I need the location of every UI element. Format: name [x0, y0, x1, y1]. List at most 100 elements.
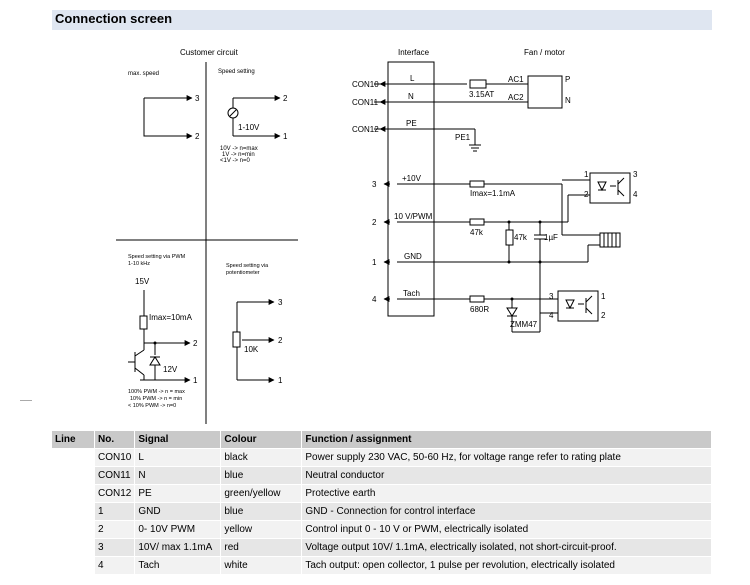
cell-signal: N [135, 466, 222, 484]
pin-pwm-label: 10 V/PWM [394, 212, 433, 221]
cell-function: Neutral conductor [302, 466, 712, 484]
cell-function: Voltage output 10V/ 1.1mA, electrically … [302, 538, 712, 556]
r47k-shunt-label: 47k [514, 233, 528, 242]
term-pot-2: 2 [278, 336, 283, 345]
cell-line [52, 502, 95, 520]
term-max-2: 2 [195, 132, 200, 141]
opto2-pin-2: 2 [601, 311, 606, 320]
pot-title-1: Speed setting via [226, 263, 269, 269]
pin-tach-label: Tach [403, 289, 420, 298]
column-header-colour: Colour [221, 431, 303, 448]
cell-colour: blue [221, 502, 303, 520]
cell-function: Power supply 230 VAC, 50-60 Hz, for volt… [302, 448, 712, 466]
ac1-label: AC1 [508, 75, 524, 84]
pwm-note-2: 10% PWM -> n = min [130, 396, 182, 402]
term-pot-3: 3 [278, 298, 283, 307]
cell-no: 4 [95, 556, 136, 574]
customer-circuit-heading: Customer circuit [180, 48, 239, 57]
r47k-series-label: 47k [470, 228, 484, 237]
speed-setting-label: Speed setting [218, 69, 255, 75]
term-speed-1: 1 [283, 132, 288, 141]
pwm-imax-label: Imax=10mA [149, 313, 193, 322]
column-header-line: Line [52, 431, 95, 448]
cell-signal: PE [135, 484, 222, 502]
cell-function: GND - Connection for control interface [302, 502, 712, 520]
term-speed-2: 2 [283, 94, 288, 103]
interface-heading: Interface [398, 48, 430, 57]
pwm-supply-label: 15V [135, 277, 150, 286]
cell-line [52, 520, 95, 538]
cell-colour: blue [221, 466, 303, 484]
speed-note-1: 10V -> n=max [220, 146, 258, 152]
term-pwm-1: 1 [193, 376, 198, 385]
cell-line [52, 556, 95, 574]
table-row: CON12 PE green/yellow Protective earth [52, 484, 712, 502]
cell-function: Protective earth [302, 484, 712, 502]
cell-colour: red [221, 538, 303, 556]
table-header-row: Line No. Signal Colour Function / assign… [52, 431, 712, 448]
zener-label: ZMM47 [510, 320, 538, 329]
cell-colour: white [221, 556, 303, 574]
pin-l-label: L [410, 74, 415, 83]
cell-signal: L [135, 448, 222, 466]
margin-mark [20, 400, 32, 401]
ext-term-1: 1 [372, 258, 377, 267]
opto1-pin-4: 4 [633, 190, 638, 199]
cell-colour: black [221, 448, 303, 466]
ext-term-3: 3 [372, 180, 377, 189]
cell-signal: 10V/ max 1.1mA [135, 538, 222, 556]
con11-label: CON11 [352, 98, 379, 107]
section-header: Connection screen [52, 10, 712, 30]
con10-label: CON10 [352, 80, 379, 89]
max-speed-label: max. speed [128, 71, 159, 77]
cell-line [52, 448, 95, 466]
table-row: 3 10V/ max 1.1mA red Voltage output 10V/… [52, 538, 712, 556]
ext-term-2: 2 [372, 218, 377, 227]
cell-function: Tach output: open collector, 1 pulse per… [302, 556, 712, 574]
opto2-pin-1: 1 [601, 292, 606, 301]
pe1-label: PE1 [455, 133, 471, 142]
speed-note-3: <1V -> n=0 [220, 158, 251, 164]
motor-p-label: P [565, 75, 570, 84]
cell-line [52, 466, 95, 484]
capacitor-label: 1µF [544, 233, 558, 242]
cell-no: CON10 [95, 448, 136, 466]
ac2-label: AC2 [508, 93, 524, 102]
table-row: 2 0- 10V PWM yellow Control input 0 - 10… [52, 520, 712, 538]
table-row: CON11 N blue Neutral conductor [52, 466, 712, 484]
pin-gnd-label: GND [404, 252, 422, 261]
cell-colour: green/yellow [221, 484, 303, 502]
r680-label: 680R [470, 305, 489, 314]
cell-no: 2 [95, 520, 136, 538]
pwm-zener-label: 12V [163, 365, 178, 374]
column-header-signal: Signal [135, 431, 222, 448]
opto2-pin-4: 4 [549, 311, 554, 320]
table-row: 1 GND blue GND - Connection for control … [52, 502, 712, 520]
pin-pe-label: PE [406, 119, 417, 128]
cell-function: Control input 0 - 10 V or PWM, electrica… [302, 520, 712, 538]
fan-motor-heading: Fan / motor [524, 48, 565, 57]
column-header-function: Function / assignment [302, 431, 712, 448]
pwm-note-3: < 10% PWM -> n=0 [128, 403, 176, 409]
term-pwm-2: 2 [193, 339, 198, 348]
motor-n-label: N [565, 96, 571, 105]
opto1-pin-3: 3 [633, 170, 638, 179]
cell-no: CON12 [95, 484, 136, 502]
section-title: Connection screen [55, 11, 173, 26]
pwm-title-2: 1-10 kHz [128, 261, 150, 267]
fuse-label: 3.15AT [469, 90, 494, 99]
pwm-title-1: Speed setting via PWM [128, 254, 186, 260]
speed-note-2: 1V -> n=min [222, 152, 255, 158]
connection-table: Line No. Signal Colour Function / assign… [52, 431, 712, 574]
cell-no: CON11 [95, 466, 136, 484]
pin-n-label: N [408, 92, 414, 101]
cell-colour: yellow [221, 520, 303, 538]
term-pot-1: 1 [278, 376, 283, 385]
column-header-no: No. [95, 431, 136, 448]
opto1-pin-1: 1 [584, 170, 589, 179]
table-row: 4 Tach white Tach output: open collector… [52, 556, 712, 574]
cell-signal: 0- 10V PWM [135, 520, 222, 538]
pwm-note-1: 100% PWM -> n = max [128, 389, 185, 395]
opto2-pin-3: 3 [549, 292, 554, 301]
cell-no: 1 [95, 502, 136, 520]
